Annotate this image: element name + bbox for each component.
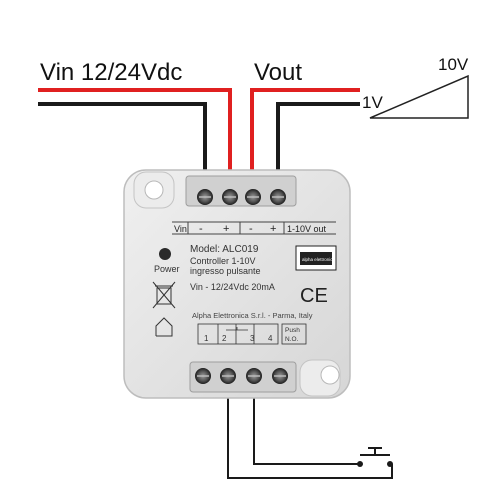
manufacturer-logo: alpha elettronica (295, 245, 337, 271)
power-led (159, 248, 171, 260)
terminal-in-minus: - (199, 223, 203, 235)
terminal-label-strip (172, 221, 336, 235)
schematic-box (197, 323, 279, 345)
pin-4-label: 4 (268, 334, 273, 343)
rating-label: Vin - 12/24Vdc 20mA (190, 282, 275, 292)
pin-1-label: 1 (204, 334, 209, 343)
vout-label: Vout (254, 59, 302, 86)
ramp-low-label: 1V (362, 93, 383, 112)
vout-positive-wire (250, 88, 360, 176)
bottom-terminal-block (189, 361, 297, 393)
description-line-1: Controller 1-10V (190, 256, 256, 266)
ramp-triangle (369, 74, 469, 119)
push-button-symbol (357, 447, 393, 467)
button-wire-2 (253, 388, 358, 465)
manufacturer-label: Alpha Elettronica S.r.l. - Parma, Italy (192, 311, 313, 320)
device-housing (123, 169, 351, 399)
ramp-high-label: 10V (438, 55, 469, 74)
pin-2-label: 2 (222, 334, 227, 343)
terminal-out-plus: + (270, 223, 276, 235)
terminal-out-label: 1-10V out (287, 224, 327, 234)
terminal-in-plus: + (223, 223, 229, 235)
house-icon (155, 317, 173, 337)
power-label: Power (154, 264, 180, 274)
vin-positive-wire (38, 88, 232, 176)
push-no-box (281, 323, 307, 345)
terminal-out-minus: - (249, 223, 253, 235)
push-label: Push (285, 327, 300, 334)
weee-bin-icon (152, 281, 176, 309)
terminal-vin-label: Vin (174, 224, 187, 234)
logo-text: alpha elettronica (302, 257, 336, 262)
button-wire-1 (227, 388, 393, 479)
model-label: Model: ALC019 (190, 244, 259, 255)
description-line-2: ingresso pulsante (190, 266, 261, 276)
ce-mark: CE (300, 285, 328, 307)
pin-3-label: 3 (250, 334, 255, 343)
vin-negative-wire (38, 102, 207, 176)
top-terminal-block (185, 175, 297, 207)
vin-label: Vin 12/24Vdc (40, 59, 182, 86)
no-label: N.O. (285, 336, 299, 343)
vout-negative-wire (276, 102, 360, 176)
